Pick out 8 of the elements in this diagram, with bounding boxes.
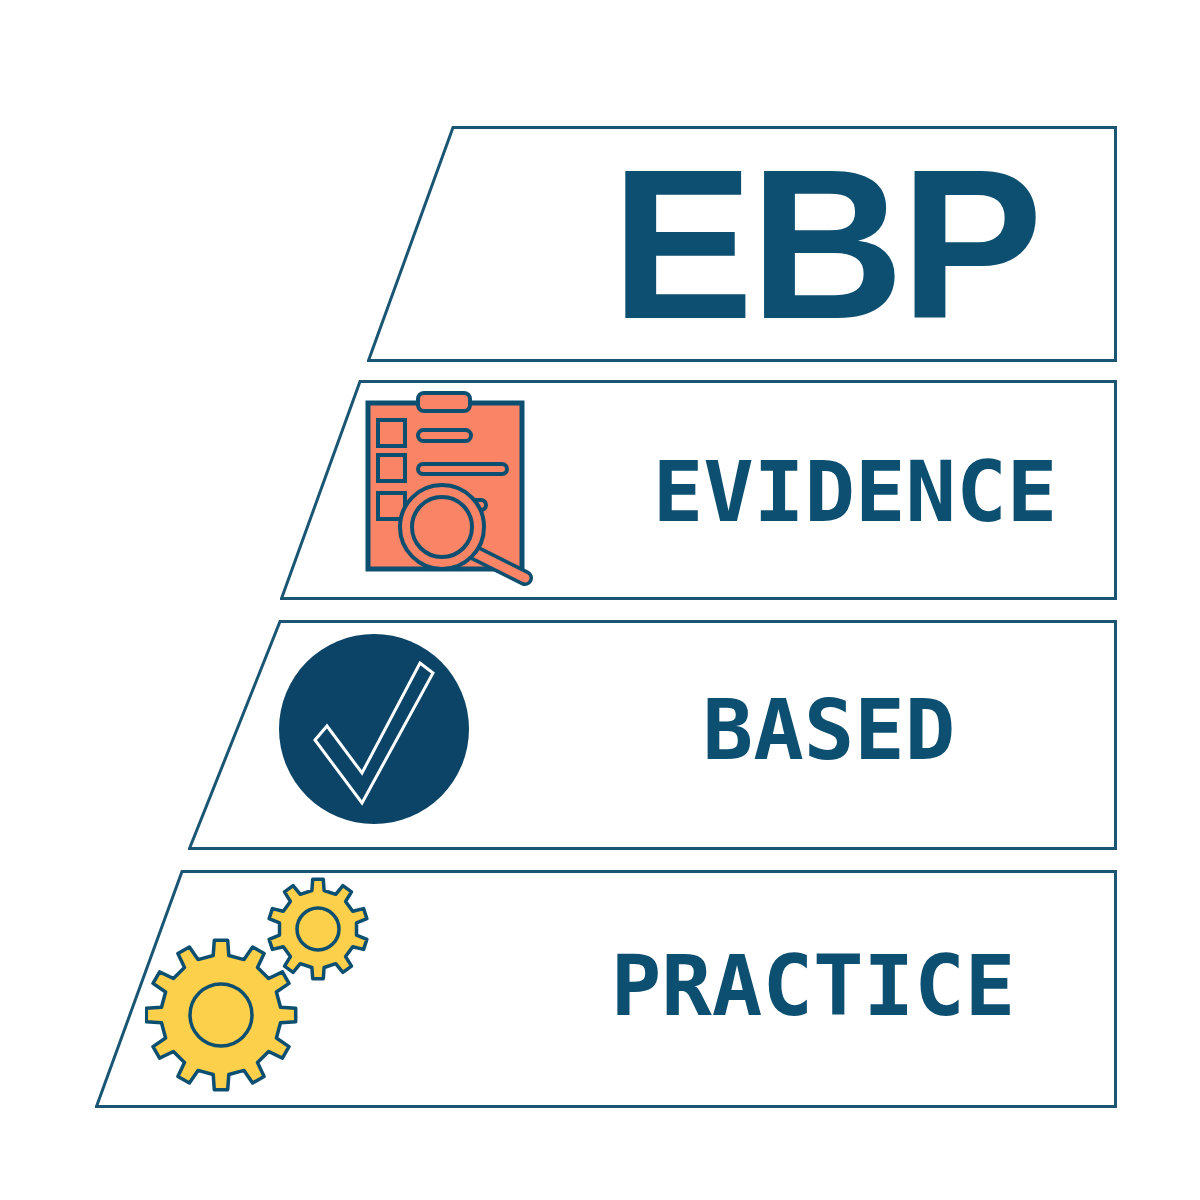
band-label: EVIDENCE bbox=[652, 450, 1058, 534]
trapezoid-band bbox=[280, 380, 1117, 600]
trapezoid-band bbox=[188, 620, 1117, 850]
band-label: PRACTICE bbox=[610, 944, 1016, 1028]
trapezoid-band bbox=[367, 126, 1117, 362]
trapezoid-band bbox=[95, 870, 1117, 1108]
band-label: BASED bbox=[702, 688, 956, 772]
acronym-heading: EBP bbox=[611, 137, 1039, 351]
